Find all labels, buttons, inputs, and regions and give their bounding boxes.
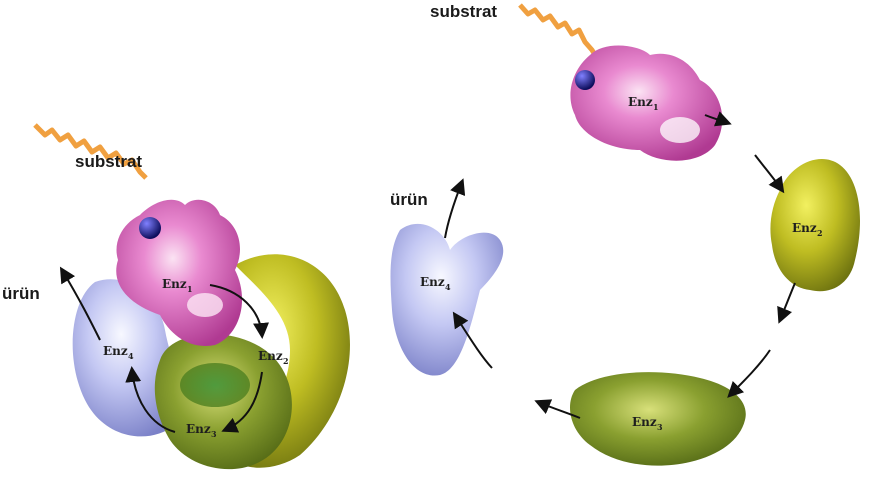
svg-text:3: 3 xyxy=(211,429,217,439)
svg-text:2: 2 xyxy=(817,228,823,238)
enzyme-complex-core xyxy=(180,363,250,407)
arrow-free-enz2-out xyxy=(780,283,795,320)
svg-text:3: 3 xyxy=(657,422,663,432)
svg-text:2: 2 xyxy=(283,356,289,366)
svg-text:Enz: Enz xyxy=(186,422,211,436)
svg-text:Enz: Enz xyxy=(792,221,817,235)
svg-text:Enz: Enz xyxy=(420,275,445,289)
arrow-product-out-right xyxy=(445,182,462,238)
enzyme-1-highlight xyxy=(187,293,223,317)
svg-text:Enz: Enz xyxy=(632,415,657,429)
svg-text:Enz: Enz xyxy=(628,95,653,109)
product-label-left: ürün xyxy=(2,284,40,303)
substrate-label-right: substrat xyxy=(430,2,497,21)
enzyme-4-free xyxy=(390,224,503,376)
svg-text:Enz: Enz xyxy=(103,344,128,358)
enzyme-3-free xyxy=(570,372,746,466)
separate-enzymes: substrat ürün Enz 1 Enz 2 Enz 3 Enz 4 xyxy=(390,2,860,466)
svg-text:4: 4 xyxy=(128,351,134,361)
arrow-free-to-enz2 xyxy=(755,155,782,190)
enzyme-1-free-highlight xyxy=(660,117,700,143)
arrow-free-to-enz3 xyxy=(730,350,770,395)
enzyme-complex: substrat ürün Enz 1 Enz 2 Enz 3 Enz 4 xyxy=(2,125,350,469)
substrate-bead-left xyxy=(139,217,161,239)
svg-text:4: 4 xyxy=(445,282,451,292)
svg-text:Enz: Enz xyxy=(162,277,187,291)
product-label-right: ürün xyxy=(390,190,428,209)
substrate-label-left: substrat xyxy=(75,152,142,171)
svg-text:1: 1 xyxy=(187,284,193,294)
svg-text:Enz: Enz xyxy=(258,349,283,363)
substrate-bead-right xyxy=(575,70,595,90)
svg-text:1: 1 xyxy=(653,102,659,112)
